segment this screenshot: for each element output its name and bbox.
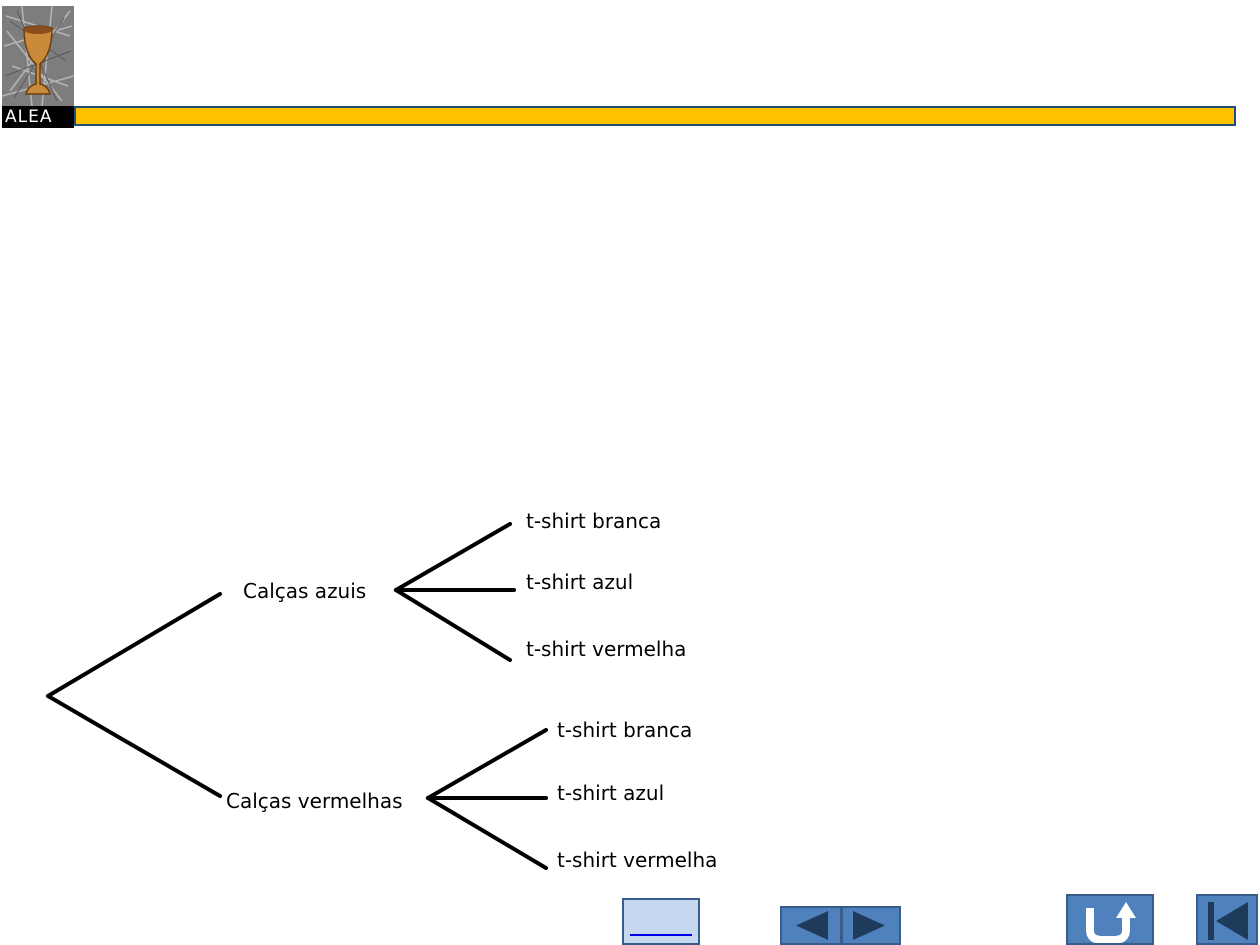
edge-root-to-calcas-vermelhas	[46, 694, 222, 798]
skip-to-start-icon	[1208, 902, 1248, 940]
leaf-label-vermelhas-vermelha: t-shirt vermelha	[557, 848, 718, 872]
previous-button[interactable]	[780, 906, 842, 945]
logo-text: ALEA	[2, 106, 74, 128]
blank-link-button[interactable]	[622, 898, 700, 945]
branch-label-calcas-vermelhas: Calças vermelhas	[226, 789, 403, 813]
branch-label-calcas-azuis: Calças azuis	[243, 579, 367, 603]
edge-azuis-to-vermelha	[394, 588, 512, 662]
next-button[interactable]	[841, 906, 901, 945]
edge-vermelhas-to-vermelha	[426, 796, 548, 870]
triangle-left-icon	[796, 911, 828, 940]
header-bar	[74, 106, 1236, 126]
leaf-label-azuis-vermelha: t-shirt vermelha	[526, 637, 687, 661]
leaf-label-azuis-azul: t-shirt azul	[526, 570, 634, 594]
triangle-right-icon	[853, 911, 885, 940]
u-turn-arrow-icon	[1086, 902, 1136, 943]
leaf-label-vermelhas-branca: t-shirt branca	[557, 718, 693, 742]
leaf-label-azuis-branca: t-shirt branca	[526, 509, 662, 533]
chalice-logo-icon	[2, 6, 74, 106]
leaf-label-vermelhas-azul: t-shirt azul	[557, 781, 665, 805]
alea-logo: ALEA	[2, 6, 74, 128]
underline-link-icon	[630, 934, 692, 936]
edge-root-to-calcas-azuis	[46, 592, 222, 698]
edge-vermelhas-to-branca	[426, 728, 548, 800]
first-slide-button[interactable]	[1196, 894, 1258, 945]
return-button[interactable]	[1066, 894, 1154, 945]
tree-diagram	[46, 522, 548, 870]
edge-azuis-to-branca	[394, 522, 512, 592]
